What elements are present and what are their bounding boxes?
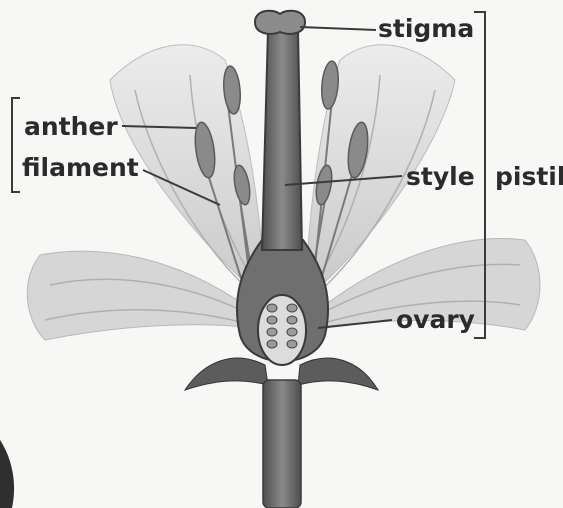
- label-filament: filament: [22, 155, 139, 180]
- label-stigma: stigma: [378, 16, 474, 41]
- stem: [263, 380, 301, 508]
- label-ovary: ovary: [396, 307, 475, 332]
- ovary-chamber: [258, 295, 306, 365]
- stamen-bracket: [12, 98, 20, 192]
- label-style: style: [406, 164, 475, 189]
- label-anther: anther: [24, 114, 118, 139]
- style-tube: [262, 30, 302, 250]
- sepal-right: [298, 358, 378, 390]
- stigma-head: [255, 11, 305, 34]
- label-pistil: pistil: [495, 164, 563, 189]
- sepal-left: [185, 358, 268, 390]
- partial-leaf-edge: [0, 440, 14, 508]
